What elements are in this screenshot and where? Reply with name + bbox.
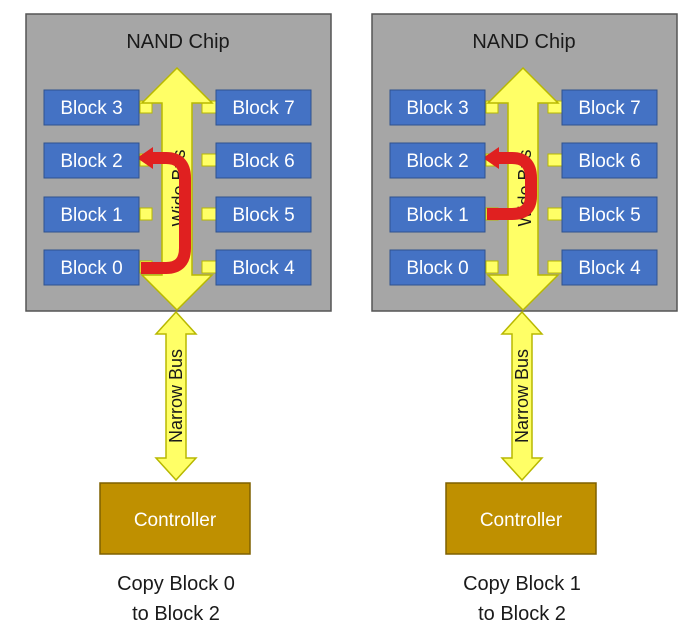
block-label: Block 1 (406, 205, 468, 226)
block-label: Block 2 (60, 151, 122, 172)
copy-arrow (141, 152, 191, 274)
copy-arrow (487, 152, 537, 220)
chip-title: NAND Chip (472, 31, 575, 53)
copy-arrowhead (483, 147, 499, 169)
wide-bus-arrow (140, 66, 214, 312)
block (561, 89, 658, 126)
controller-label: Controller (134, 510, 217, 531)
copy-arrowhead (137, 147, 153, 169)
block (215, 89, 312, 126)
controller (445, 482, 597, 555)
narrow-bus-arrow (500, 310, 544, 482)
block-label: Block 3 (60, 98, 122, 119)
block-label: Block 0 (60, 258, 122, 279)
caption-line2: to Block 2 (478, 603, 566, 625)
block-label: Block 4 (578, 258, 641, 279)
caption-line2: to Block 2 (132, 603, 220, 625)
block-label: Block 3 (406, 98, 468, 119)
caption-line1: Copy Block 0 (117, 573, 235, 595)
block (43, 89, 140, 126)
block (561, 249, 658, 286)
block-label: Block 7 (232, 98, 294, 119)
block-label: Block 5 (578, 205, 640, 226)
narrow-bus-label: Narrow Bus (512, 349, 532, 443)
block (389, 196, 486, 233)
block (215, 249, 312, 286)
bus-connectors (485, 100, 563, 274)
panel-1: NAND Chip Wide Bus Block 3 Block 2 Block… (25, 13, 332, 625)
block (43, 249, 140, 286)
block (215, 142, 312, 179)
block-label: Block 0 (406, 258, 468, 279)
block-label: Block 2 (406, 151, 468, 172)
caption-line1: Copy Block 1 (463, 573, 581, 595)
narrow-bus-label: Narrow Bus (166, 349, 186, 443)
block-label: Block 6 (232, 151, 294, 172)
block (561, 196, 658, 233)
controller (99, 482, 251, 555)
block-label: Block 1 (60, 205, 122, 226)
right-blocks: Block 7 Block 6 Block 5 Block 4 (561, 89, 658, 286)
block-label: Block 7 (578, 98, 640, 119)
block-label: Block 5 (232, 205, 294, 226)
block (43, 196, 140, 233)
block (43, 142, 140, 179)
wide-bus-arrow (486, 66, 560, 312)
left-blocks: Block 3 Block 2 Block 1 Block 0 (43, 89, 140, 286)
block (215, 196, 312, 233)
block-label: Block 4 (232, 258, 295, 279)
panel-2: NAND Chip Wide Bus Block 3 Block 2 Block… (371, 13, 678, 625)
narrow-bus-arrow (154, 310, 198, 482)
block (561, 142, 658, 179)
chip-title: NAND Chip (126, 31, 229, 53)
block-label: Block 6 (578, 151, 640, 172)
left-blocks: Block 3 Block 2 Block 1 Block 0 (389, 89, 486, 286)
controller-label: Controller (480, 510, 563, 531)
block (389, 249, 486, 286)
right-blocks: Block 7 Block 6 Block 5 Block 4 (215, 89, 312, 286)
block (389, 89, 486, 126)
block (389, 142, 486, 179)
